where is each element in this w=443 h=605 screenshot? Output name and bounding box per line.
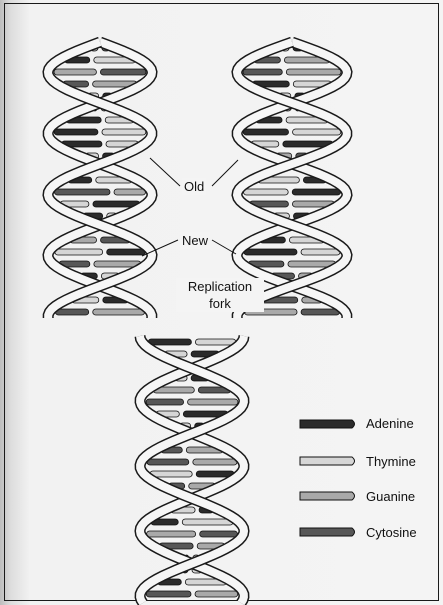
base-segment xyxy=(182,519,233,525)
base-segment xyxy=(55,309,88,315)
base-segment xyxy=(286,69,341,75)
label-replication-fork: Replication fork xyxy=(176,278,264,312)
base-segment xyxy=(195,591,238,597)
base-segment xyxy=(102,129,146,135)
base-segment xyxy=(107,249,146,255)
base-segment xyxy=(293,129,341,135)
base-segment xyxy=(54,69,96,75)
replication-word: Replication xyxy=(188,279,252,294)
base-segment xyxy=(55,249,103,255)
base-segment xyxy=(147,531,196,537)
leader-line xyxy=(212,240,236,254)
base-segment xyxy=(243,129,288,135)
legend-swatch-guanine xyxy=(300,492,355,500)
base-segment xyxy=(188,399,238,405)
base-segment xyxy=(93,309,145,315)
legend-label-cytosine: Cytosine xyxy=(366,525,417,541)
base-segment xyxy=(54,189,110,195)
base-segment xyxy=(243,69,282,75)
base-segment xyxy=(146,399,184,405)
base-segment xyxy=(244,249,297,255)
base-segment xyxy=(243,189,288,195)
base-pairs xyxy=(54,45,341,597)
leader-line xyxy=(150,158,180,186)
label-new: New xyxy=(180,232,210,249)
legend-label-thymine: Thymine xyxy=(366,454,416,470)
legend-swatch-thymine xyxy=(300,457,355,465)
legend-swatch-adenine xyxy=(300,420,355,428)
base-segment xyxy=(147,459,189,465)
legend-label-guanine: Guanine xyxy=(366,489,415,505)
base-segment xyxy=(150,471,192,477)
base-segment xyxy=(146,591,191,597)
base-segment xyxy=(200,531,238,537)
base-segment xyxy=(301,309,339,315)
base-segment xyxy=(54,129,98,135)
base-segment xyxy=(114,189,146,195)
base-segment xyxy=(193,459,237,465)
fork-word: fork xyxy=(209,296,231,311)
legend-swatch-cytosine xyxy=(300,528,355,536)
label-old: Old xyxy=(182,178,206,195)
legend-label-adenine: Adenine xyxy=(366,416,414,432)
leader-line xyxy=(212,160,238,186)
base-segment xyxy=(100,69,146,75)
base-segment xyxy=(195,339,235,345)
legend-swatches xyxy=(300,420,355,536)
base-segment xyxy=(148,339,191,345)
base-segment xyxy=(301,249,340,255)
base-segment xyxy=(292,189,340,195)
